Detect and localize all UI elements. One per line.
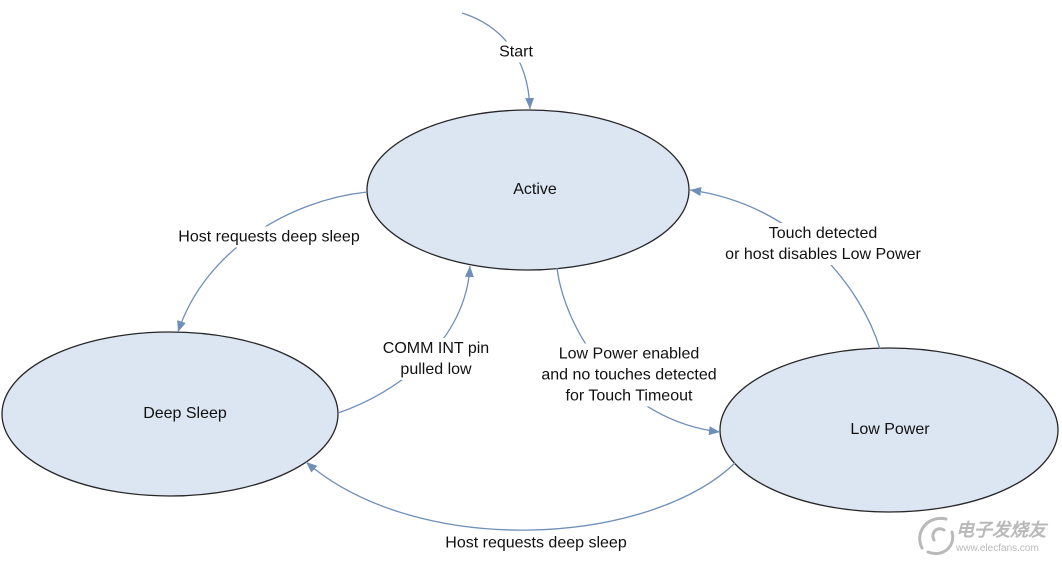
- label-active-to-low-power: Low Power enabled and no touches detecte…: [538, 343, 720, 407]
- label-line: Host requests deep sleep: [178, 228, 360, 246]
- state-low-power-label: Low Power: [850, 421, 930, 438]
- label-line: COMM INT pin: [382, 340, 490, 357]
- start-label: Start: [496, 41, 536, 63]
- edge-active-to-deep-sleep: [177, 191, 368, 333]
- label-line: Host requests deep sleep: [445, 534, 627, 552]
- edge-low-power-to-deep-sleep: [305, 461, 736, 531]
- state-deep-sleep-label: Deep Sleep: [143, 405, 227, 422]
- watermark: 电子发烧友 www.elecfans.com: [956, 519, 1046, 555]
- label-line: pulled low: [400, 361, 472, 378]
- swirl-logo-icon: [918, 516, 955, 555]
- state-low-power-shape: [719, 347, 1059, 513]
- label-active-to-deep-sleep: Host requests deep sleep: [175, 226, 363, 248]
- label-low-power-to-active: Touch detected or host disables Low Powe…: [722, 223, 924, 265]
- label-line: Touch detected: [768, 225, 878, 242]
- state-active-label: Active: [513, 181, 557, 198]
- start-label-text: Start: [499, 43, 533, 61]
- label-line: and no touches detected: [541, 366, 717, 384]
- label-line: for Touch Timeout: [565, 387, 693, 405]
- state-active-shape: [366, 109, 690, 271]
- edge-low-power-to-active: [689, 187, 881, 350]
- watermark-brand: 电子发烧友: [956, 520, 1046, 541]
- label-line: or host disables Low Power: [725, 246, 921, 263]
- watermark-url: www.elecfans.com: [956, 543, 1039, 554]
- label-low-power-to-deep-sleep: Host requests deep sleep: [442, 532, 630, 554]
- label-deep-sleep-to-active: COMM INT pin pulled low: [379, 338, 493, 380]
- state-deep-sleep-shape: [1, 331, 339, 497]
- label-line: Low Power enabled: [558, 345, 700, 363]
